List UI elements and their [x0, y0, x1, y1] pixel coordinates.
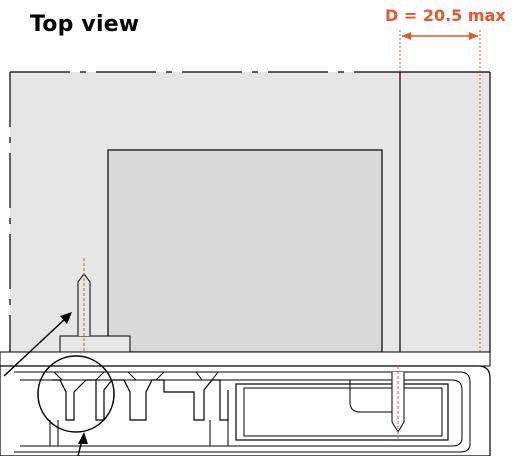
- rail-top-strip: [0, 351, 491, 367]
- rail-inner-outline-2: [20, 379, 463, 447]
- screw-pocket: [235, 383, 449, 441]
- dimension-arrowhead-right: [469, 32, 478, 40]
- rail-chevron-2: [127, 371, 165, 381]
- leader-line-pin: [3, 317, 67, 377]
- clip-hook: [349, 380, 392, 413]
- detail-circle: [37, 355, 115, 433]
- dimension-arrowhead-left: [402, 32, 411, 40]
- inner-component: [107, 149, 383, 353]
- screw-pocket-inner: [243, 387, 443, 437]
- base-plate: [59, 335, 131, 353]
- leader-arrowhead-pin: [60, 312, 72, 324]
- view-title: Top view: [30, 12, 140, 37]
- rail-chevron-3: [195, 371, 219, 381]
- rail-inner-outline: [14, 371, 471, 453]
- leader-arrowhead-detail: [78, 432, 88, 444]
- rail-lower-ribs: [49, 420, 229, 446]
- dimension-label: D = 20.5 max: [385, 6, 506, 25]
- rail-slot-2: [123, 379, 229, 421]
- rail-chevron-1: [53, 371, 105, 381]
